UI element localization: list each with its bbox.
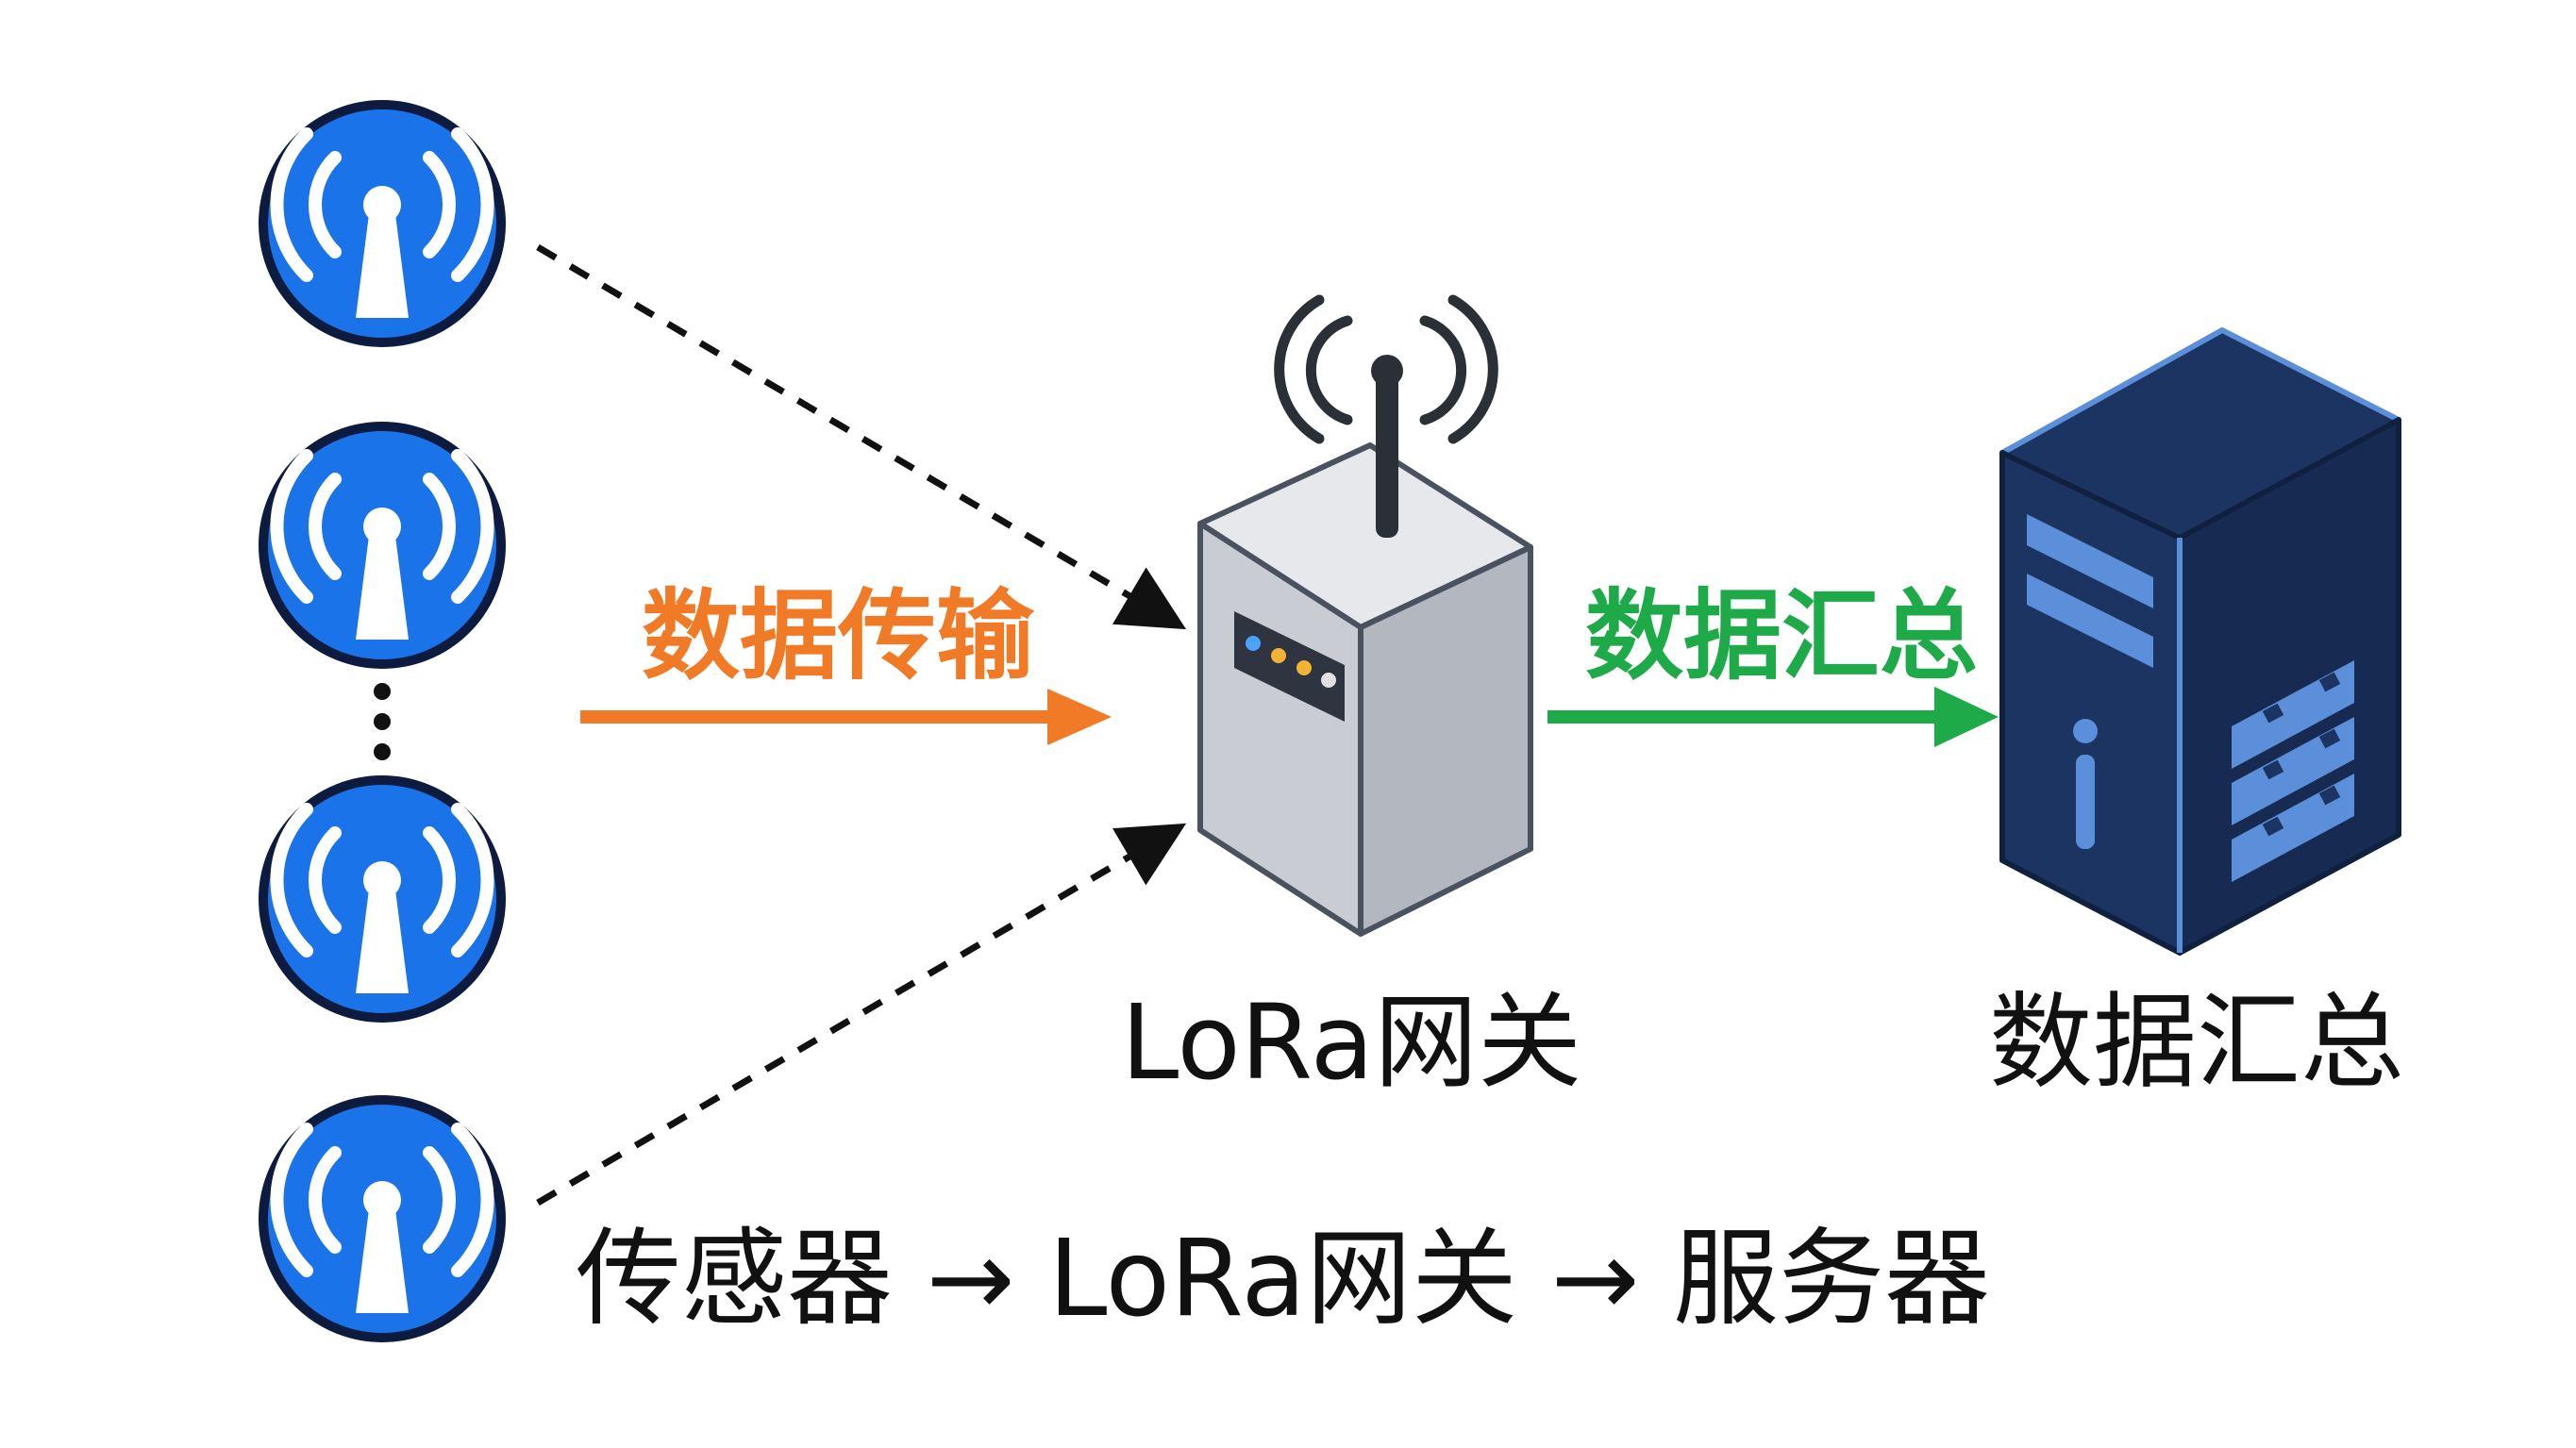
sensor-1: [263, 105, 501, 342]
dashed-link-top: [536, 243, 1187, 630]
server-tower-icon: [1999, 327, 2401, 956]
aggregation-arrow-label: 数据汇总: [1585, 578, 1979, 693]
antenna-broadcast-icon: [263, 105, 501, 342]
sensor-4: [263, 1100, 501, 1338]
antenna-broadcast-icon: [263, 426, 501, 664]
flow-caption: 传感器 → LoRa网关 → 服务器: [576, 1218, 1991, 1340]
server-label: 数据汇总: [1989, 982, 2404, 1103]
transfer-label: 数据传输: [642, 578, 1035, 693]
sensor-3: [263, 780, 501, 1018]
dashed-link-bottom: [536, 823, 1187, 1207]
transfer-arrow: [580, 689, 1112, 745]
sensor-2: [263, 426, 501, 664]
gateway-label: LoRa网关: [1121, 982, 1582, 1103]
gateway-box-icon: [1197, 294, 1533, 937]
antenna-broadcast-icon: [263, 780, 501, 1018]
antenna-broadcast-icon: [263, 1100, 501, 1338]
aggregation-arrow: [1547, 687, 1999, 747]
ellipsis-dots: [374, 683, 391, 760]
